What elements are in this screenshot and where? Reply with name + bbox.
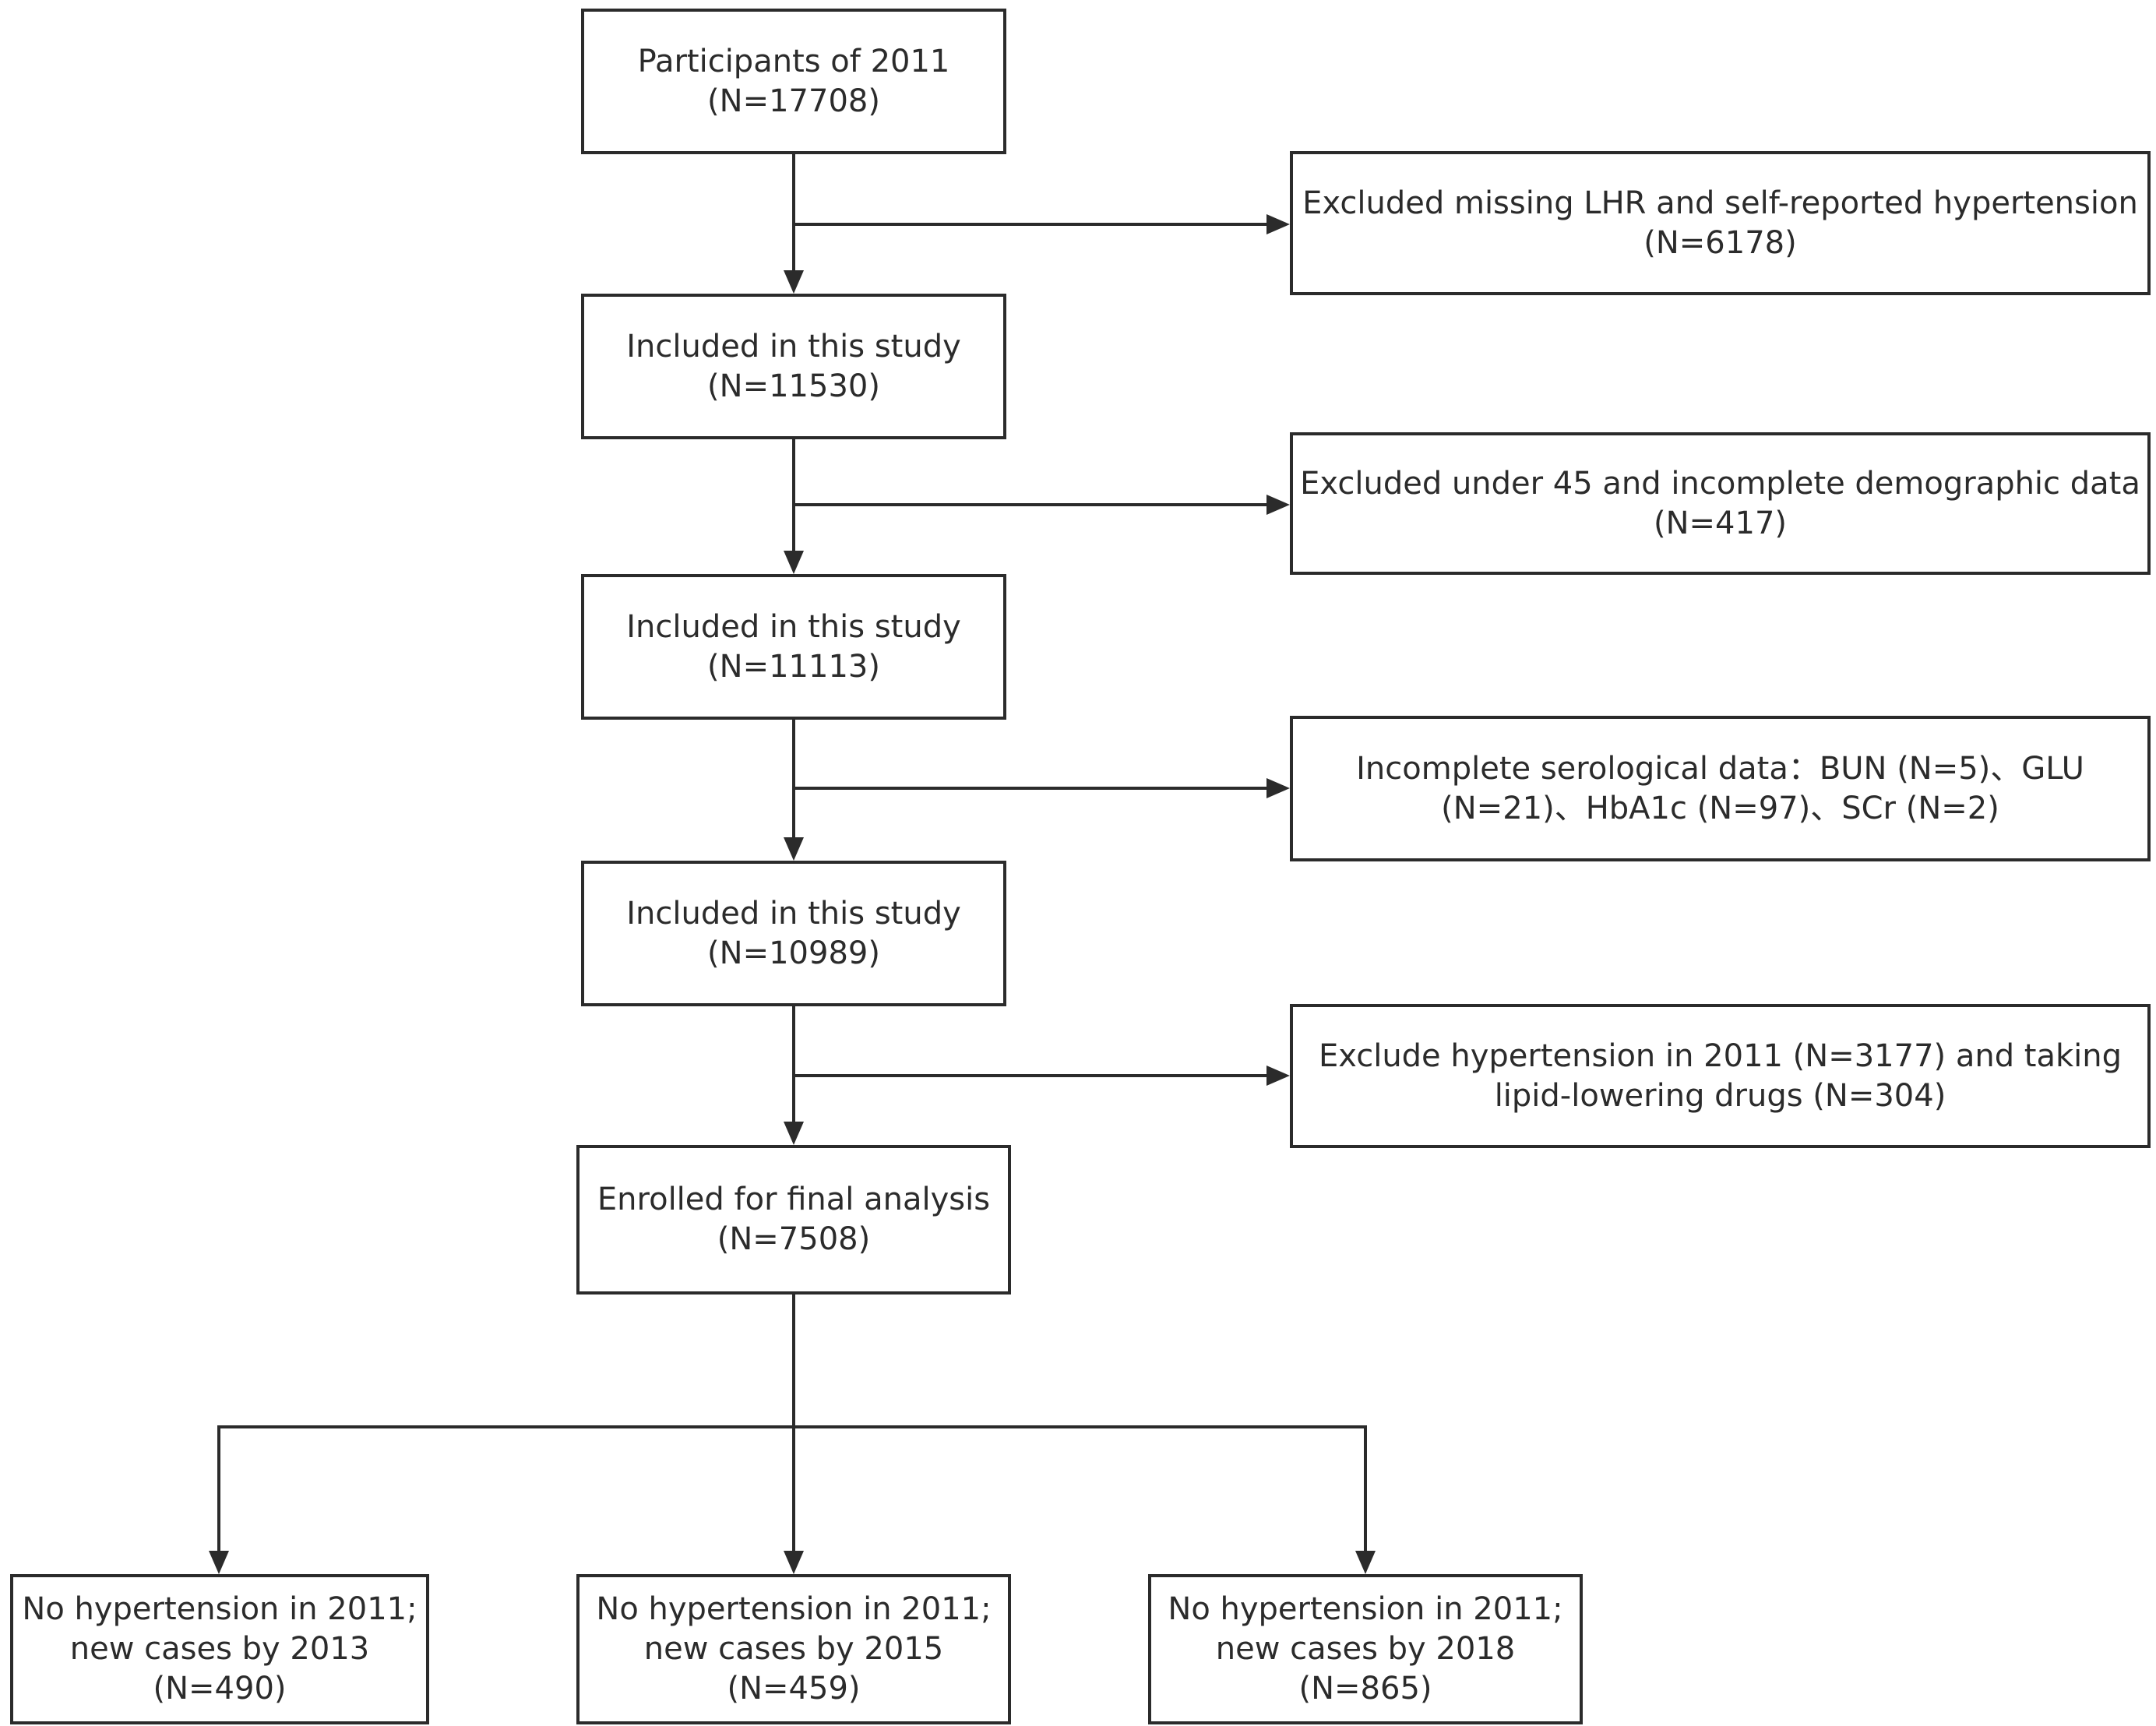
box-label: Included in this study: [626, 328, 961, 365]
arrowhead-outcome-2013: [209, 1551, 229, 1574]
outcome-count: (N=490): [153, 1671, 287, 1707]
exclusion-label: Incomplete serological data：BUN (N=5)、GL…: [1356, 750, 2084, 787]
outcome-box-2015: No hypertension in 2011; new cases by 20…: [576, 1574, 1011, 1724]
included-study-box-1: Included in this study (N=11530): [581, 294, 1006, 439]
outcome-count: (N=865): [1298, 1671, 1432, 1707]
exclusion-box-under-45: Excluded under 45 and incomplete demogra…: [1290, 432, 2151, 575]
box-label: Included in this study: [626, 895, 961, 932]
outcome-label: No hypertension in 2011;: [596, 1591, 992, 1627]
included-study-box-3: Included in this study (N=10989): [581, 861, 1006, 1006]
arrowhead-main-4: [784, 1122, 804, 1145]
exclusion-label: (N=21)、HbA1c (N=97)、SCr (N=2): [1441, 790, 1999, 826]
outcome-label: No hypertension in 2011;: [1168, 1591, 1563, 1627]
arrowhead-exclude-4: [1266, 1066, 1290, 1086]
participants-2011-box: Participants of 2011 (N=17708): [581, 9, 1006, 154]
included-study-box-2: Included in this study (N=11113): [581, 574, 1006, 720]
outcome-label: No hypertension in 2011;: [22, 1591, 417, 1627]
arrowhead-main-3: [784, 837, 804, 861]
box-label: Enrolled for final analysis: [597, 1182, 991, 1217]
outcome-label: new cases by 2018: [1215, 1631, 1516, 1667]
exclusion-box-missing-lhr: Excluded missing LHR and self-reported h…: [1290, 151, 2151, 295]
exclusion-count: (N=6178): [1643, 224, 1797, 261]
arrowhead-main-1: [784, 270, 804, 294]
exclusion-label: Excluded missing LHR and self-reported h…: [1302, 185, 2138, 221]
arrowhead-outcome-2018: [1355, 1551, 1376, 1574]
exclusion-box-serological: Incomplete serological data：BUN (N=5)、GL…: [1290, 716, 2151, 861]
outcome-label: new cases by 2015: [643, 1631, 944, 1667]
arrowhead-main-2: [784, 551, 804, 574]
exclusion-count: (N=417): [1654, 505, 1787, 541]
box-count: (N=10989): [707, 935, 880, 971]
exclusion-box-hypertension-lipid: Exclude hypertension in 2011 (N=3177) an…: [1290, 1004, 2151, 1148]
outcome-label: new cases by 2013: [69, 1631, 370, 1667]
exclusion-label: lipid-lowering drugs (N=304): [1494, 1077, 1946, 1114]
arrowhead-exclude-3: [1266, 778, 1290, 798]
arrowhead-outcome-2015: [784, 1551, 804, 1574]
outcome-count: (N=459): [727, 1671, 861, 1707]
arrowhead-exclude-2: [1266, 495, 1290, 515]
box-count: (N=7508): [717, 1221, 871, 1257]
box-label: Participants of 2011: [637, 43, 950, 79]
outcome-box-2018: No hypertension in 2011; new cases by 20…: [1148, 1574, 1583, 1724]
connector-branch-bar: [217, 1425, 1367, 1553]
exclusion-label: Excluded under 45 and incomplete demogra…: [1300, 465, 2140, 502]
box-count: (N=17708): [707, 83, 880, 119]
box-label: Included in this study: [626, 608, 961, 645]
arrowhead-exclude-1: [1266, 214, 1290, 234]
enrolled-final-analysis-box: Enrolled for final analysis (N=7508): [576, 1145, 1011, 1294]
box-count: (N=11530): [707, 368, 880, 404]
exclusion-label: Exclude hypertension in 2011 (N=3177) an…: [1318, 1037, 2123, 1074]
box-count: (N=11113): [707, 648, 880, 685]
outcome-box-2013: No hypertension in 2011; new cases by 20…: [10, 1574, 429, 1724]
